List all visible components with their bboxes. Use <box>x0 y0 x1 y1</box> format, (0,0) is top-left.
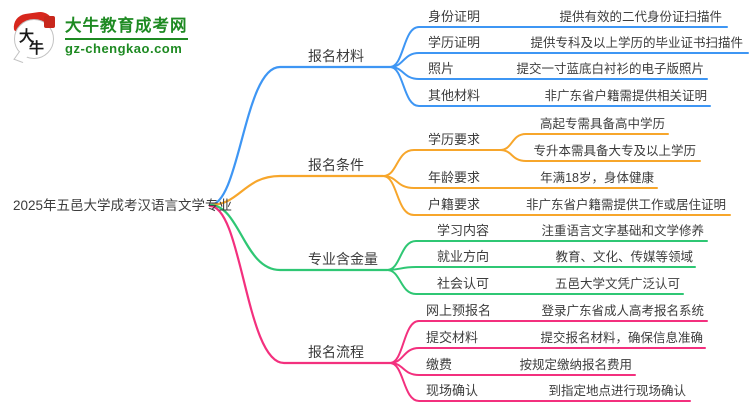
branch-lines-materials <box>208 26 749 207</box>
child-label-career[interactable]: 就业方向 <box>437 249 490 264</box>
leaf-id-proof[interactable]: 提供有效的二代身份证扫描件 <box>559 10 722 24</box>
leaf-study-content[interactable]: 注重语言文字基础和文学修养 <box>541 224 704 238</box>
leaf-submit-materials[interactable]: 提交报名材料，确保信息准确 <box>540 331 703 345</box>
leaf-recognition[interactable]: 五邑大学文凭广泛认可 <box>554 277 680 291</box>
child-label-submit-materials[interactable]: 提交材料 <box>426 330 479 345</box>
main-line-materials <box>208 65 392 207</box>
main-line-value <box>208 203 389 272</box>
child-label-recognition[interactable]: 社会认可 <box>437 276 490 291</box>
site-domain: gz-chengkao.com <box>65 38 188 56</box>
child-label-other-materials[interactable]: 其他材料 <box>428 88 481 103</box>
branch-label-materials[interactable]: 报名材料 <box>308 48 364 64</box>
child-label-online-register[interactable]: 网上预报名 <box>426 303 492 318</box>
child-label-age-requirement[interactable]: 年龄要求 <box>428 170 481 185</box>
line-residence-requirement <box>382 175 731 216</box>
logo-seal-icon <box>44 16 55 28</box>
branch-lines-process <box>208 204 708 402</box>
child-label-onsite-confirm[interactable]: 现场确认 <box>426 383 479 398</box>
logo-text-block: 大牛教育成考网 gz-chengkao.com <box>65 16 188 56</box>
leaf-edu-req-zhuanshengben[interactable]: 专升本需具备大专及以上学历 <box>533 144 696 158</box>
branch-lines-conditions <box>208 133 731 216</box>
bull-logo-icon: 大 牛 <box>12 10 58 63</box>
logo-char-da: 大 <box>19 27 35 45</box>
leaf-other-materials[interactable]: 非广东省户籍需提供相关证明 <box>544 89 707 103</box>
line-edu-req-leaf2 <box>499 149 701 162</box>
leaf-onsite-confirm[interactable]: 到指定地点进行现场确认 <box>548 384 686 398</box>
line-onsite-confirm <box>389 362 691 402</box>
line-edu-requirement <box>382 149 501 177</box>
branch-label-conditions[interactable]: 报名条件 <box>308 157 364 173</box>
branch-label-process[interactable]: 报名流程 <box>308 344 364 360</box>
site-name: 大牛教育成考网 <box>65 17 188 35</box>
child-label-photo[interactable]: 照片 <box>428 61 455 76</box>
child-label-study-content[interactable]: 学习内容 <box>437 223 490 238</box>
main-line-process <box>208 204 392 365</box>
child-label-edu-requirement[interactable]: 学历要求 <box>428 132 481 147</box>
logo-char-niu: 牛 <box>29 39 45 57</box>
child-label-edu-proof[interactable]: 学历证明 <box>428 35 481 50</box>
leaf-residence-requirement[interactable]: 非广东省户籍需提供工作或居住证明 <box>525 198 726 212</box>
site-logo[interactable]: 大 牛 大牛教育成考网 gz-chengkao.com <box>12 10 188 63</box>
leaf-photo[interactable]: 提交一寸蓝底白衬衫的电子版照片 <box>516 62 704 76</box>
central-topic[interactable]: 2025年五邑大学成考汉语言文学专业 <box>13 198 233 213</box>
line-other-materials <box>389 66 711 107</box>
child-label-residence-requirement[interactable]: 户籍要求 <box>428 197 481 212</box>
leaf-edu-req-gaoqizhuan[interactable]: 高起专需具备高中学历 <box>539 117 665 131</box>
leaf-career[interactable]: 教育、文化、传媒等领域 <box>555 250 693 264</box>
child-label-id-proof[interactable]: 身份证明 <box>428 9 481 24</box>
branch-label-value[interactable]: 专业含金量 <box>308 251 378 267</box>
logo-characters: 大 牛 <box>12 18 58 60</box>
main-line-conditions <box>208 174 385 207</box>
leaf-online-register[interactable]: 登录广东省成人高考报名系统 <box>541 304 704 318</box>
leaf-edu-proof[interactable]: 提供专科及以上学历的毕业证书扫描件 <box>530 36 743 50</box>
leaf-pay-fee[interactable]: 按规定缴纳报名费用 <box>519 358 632 372</box>
child-label-pay-fee[interactable]: 缴费 <box>426 357 453 372</box>
line-career <box>386 266 696 271</box>
line-recognition <box>386 269 684 295</box>
branch-lines-value <box>208 203 708 295</box>
leaf-age-requirement[interactable]: 年满18岁，身体健康 <box>540 171 654 185</box>
